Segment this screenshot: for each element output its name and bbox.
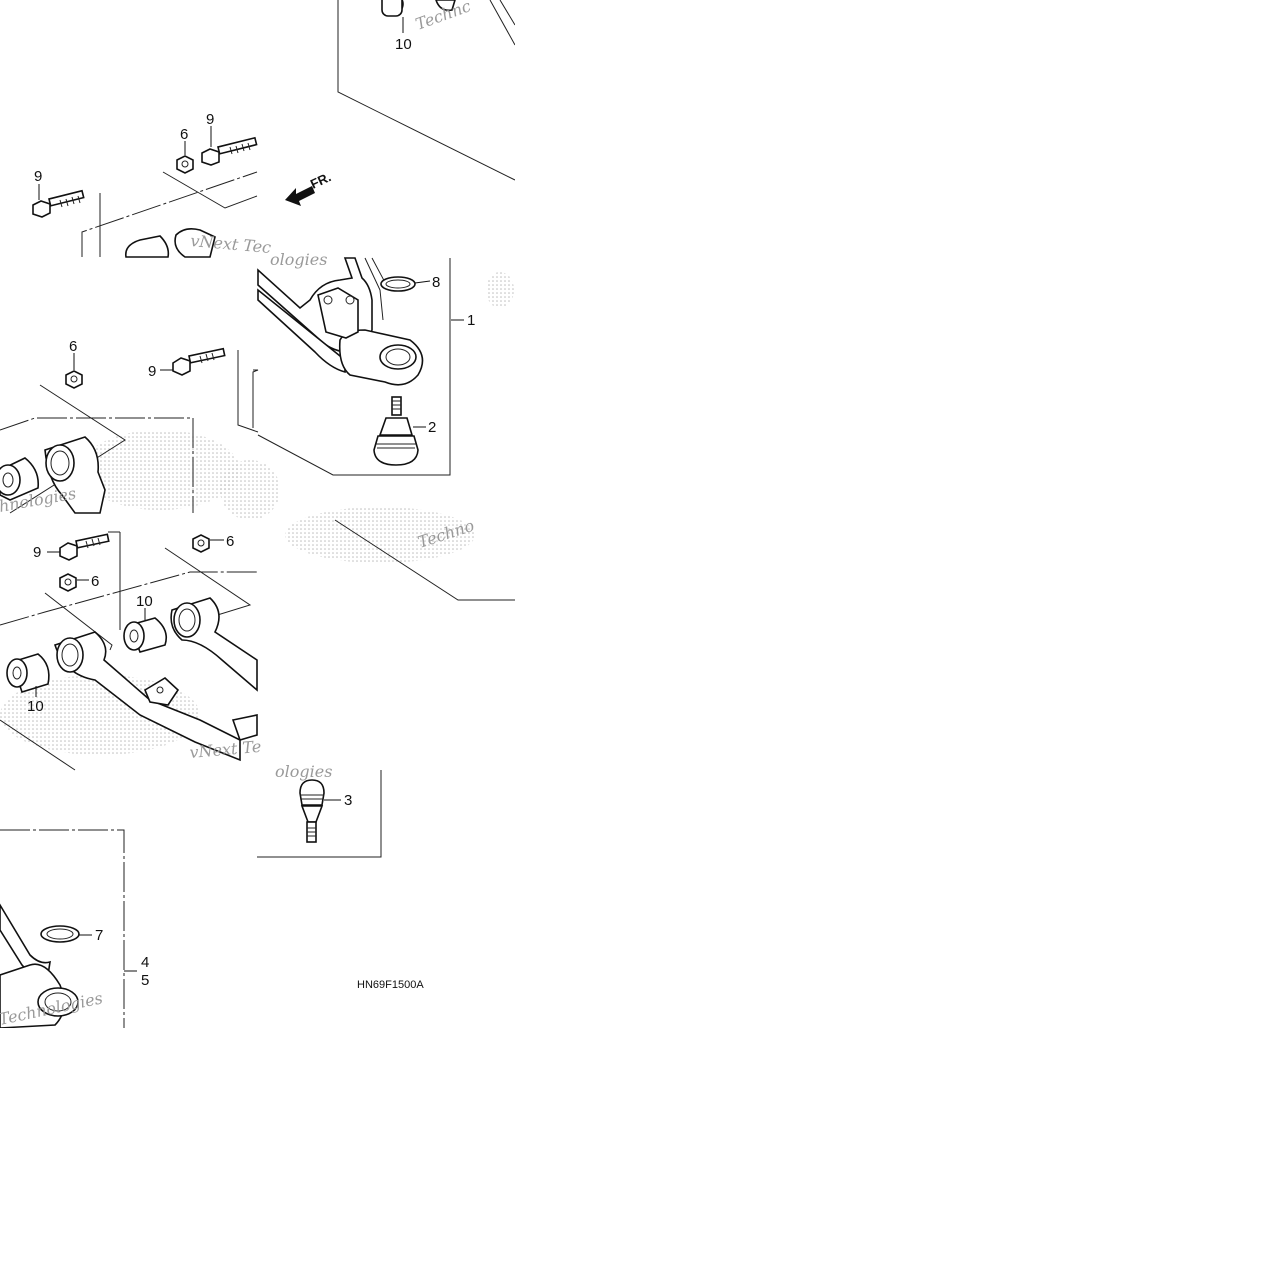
panel-upper-arm-top <box>337 0 516 181</box>
callout-1: 1 <box>467 312 475 329</box>
circlip-icon <box>380 276 416 292</box>
front-direction-arrow: FR. <box>285 169 333 206</box>
callout-8: 8 <box>432 274 440 291</box>
watermark: ologies <box>270 250 327 269</box>
callout-4: 4 <box>141 954 149 971</box>
circlip-icon <box>40 925 80 943</box>
flange-bolt-icon <box>59 533 110 561</box>
callout-5: 5 <box>141 972 149 989</box>
watermark: ologies <box>275 762 332 781</box>
flange-nut-icon <box>176 155 194 174</box>
watermark: Technc <box>413 0 474 34</box>
flange-nut-icon <box>59 573 77 592</box>
callout-labels: 10 6 9 9 8 1 6 9 2 6 9 6 10 10 3 7 4 5 H… <box>27 36 475 991</box>
flange-bolt-icon <box>172 347 226 376</box>
callout-6: 6 <box>226 533 234 550</box>
flange-bolt-icon <box>201 136 258 166</box>
panel-bolt-area <box>32 126 258 258</box>
ball-joint-icon <box>373 396 419 466</box>
ball-joint-icon <box>299 779 325 843</box>
panel-upper-arm-main <box>257 257 464 476</box>
callout-9: 9 <box>33 544 41 561</box>
callout-10: 10 <box>395 36 412 53</box>
panel-lower-arm-bottom <box>0 829 137 1029</box>
callout-7: 7 <box>95 927 103 944</box>
flange-nut-icon <box>192 534 210 553</box>
callout-9: 9 <box>34 168 42 185</box>
callout-2: 2 <box>428 419 436 436</box>
flange-bolt-icon <box>32 189 85 218</box>
callout-6: 6 <box>69 338 77 355</box>
drawing-code: HN69F1500A <box>357 979 424 991</box>
callout-3: 3 <box>344 792 352 809</box>
bushing-icon <box>0 457 40 501</box>
callout-6: 6 <box>91 573 99 590</box>
callout-9: 9 <box>206 111 214 128</box>
callout-9: 9 <box>148 363 156 380</box>
panel-lower-arm-main <box>0 531 258 771</box>
assembly-lines <box>334 519 515 601</box>
bushing-icon <box>6 653 50 693</box>
callout-10: 10 <box>136 593 153 610</box>
bushing-icon <box>123 617 168 653</box>
panel-lower-arm-left <box>0 347 259 514</box>
front-marker-label: FR. <box>308 169 333 191</box>
callout-10: 10 <box>27 698 44 715</box>
callout-6: 6 <box>180 126 188 143</box>
panel-ball-joint-lower <box>257 770 382 858</box>
flange-nut-icon <box>65 370 83 389</box>
